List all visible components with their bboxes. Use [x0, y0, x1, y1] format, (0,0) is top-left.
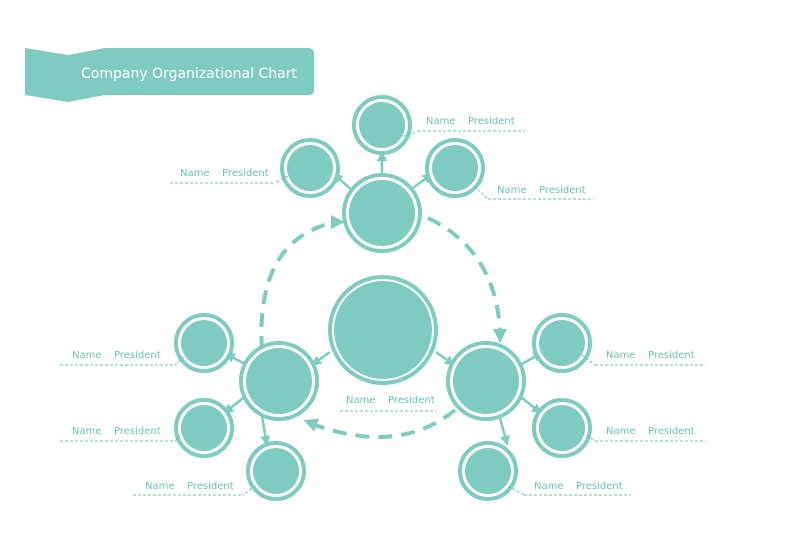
- node-ceo: Name President: [328, 275, 438, 412]
- connector-arrowhead-0: [377, 151, 387, 161]
- arrowhead-2: [303, 418, 320, 432]
- big-arrow-to-top: [259, 220, 336, 351]
- node-left-child-3: Name President: [133, 441, 306, 501]
- label-leader-line: [241, 485, 257, 496]
- label-leader-line: [473, 185, 489, 200]
- node-name-label: Name: [534, 481, 564, 492]
- node-name-label: Name: [72, 426, 102, 437]
- arrowhead-0: [331, 215, 345, 229]
- node-right-child-2: Name President: [532, 398, 706, 458]
- node-name-label: Name: [606, 426, 636, 437]
- chart-title: Company Organizational Chart: [81, 66, 297, 82]
- node-right-child-1: Name President: [532, 313, 706, 373]
- node-name-label: Name: [145, 481, 175, 492]
- label-leader-line: [397, 130, 419, 139]
- connectors: [223, 151, 544, 446]
- node-name-label: Name: [497, 185, 527, 196]
- node-left-manager: [239, 341, 319, 421]
- node-role-label: President: [114, 426, 161, 437]
- big-arrow-to-left: [314, 408, 457, 439]
- node-name-label: Name: [180, 168, 210, 179]
- node-name-label: Name: [606, 350, 636, 361]
- label-leader-line: [174, 356, 185, 366]
- node-name-label: Name: [346, 395, 376, 406]
- node-role-label: President: [468, 116, 515, 127]
- arrowhead-1: [493, 329, 507, 343]
- node-role-label: President: [539, 185, 586, 196]
- node-role-label: President: [114, 350, 161, 361]
- node-right-manager: [446, 341, 526, 421]
- node-role-label: President: [187, 481, 234, 492]
- connector-arrow-5: [260, 415, 268, 441]
- label-leader-line: [581, 354, 596, 366]
- connector-arrowhead-8: [500, 434, 510, 446]
- node-role-label: President: [388, 395, 435, 406]
- node-role-label: President: [222, 168, 269, 179]
- node-top-child-1: Name President: [352, 95, 525, 155]
- label-leader-line: [581, 432, 596, 442]
- title-banner: Company Organizational Chart: [25, 48, 314, 102]
- node-role-label: President: [648, 426, 695, 437]
- big-arrow-to-right: [427, 216, 502, 331]
- node-right-child-3: Name President: [458, 441, 631, 501]
- node-left-child-1: Name President: [60, 313, 234, 373]
- label-leader-line: [507, 485, 525, 496]
- node-top-manager: [342, 173, 422, 253]
- node-left-child-2: Name President: [60, 398, 234, 458]
- node-top-child-3: Name President: [425, 138, 594, 200]
- node-role-label: President: [576, 481, 623, 492]
- node-top-child-2: Name President: [170, 138, 340, 198]
- label-leader-line: [174, 431, 185, 442]
- label-leader-line: [274, 175, 289, 184]
- node-name-label: Name: [72, 350, 102, 361]
- node-role-label: President: [648, 350, 695, 361]
- node-name-label: Name: [426, 116, 456, 127]
